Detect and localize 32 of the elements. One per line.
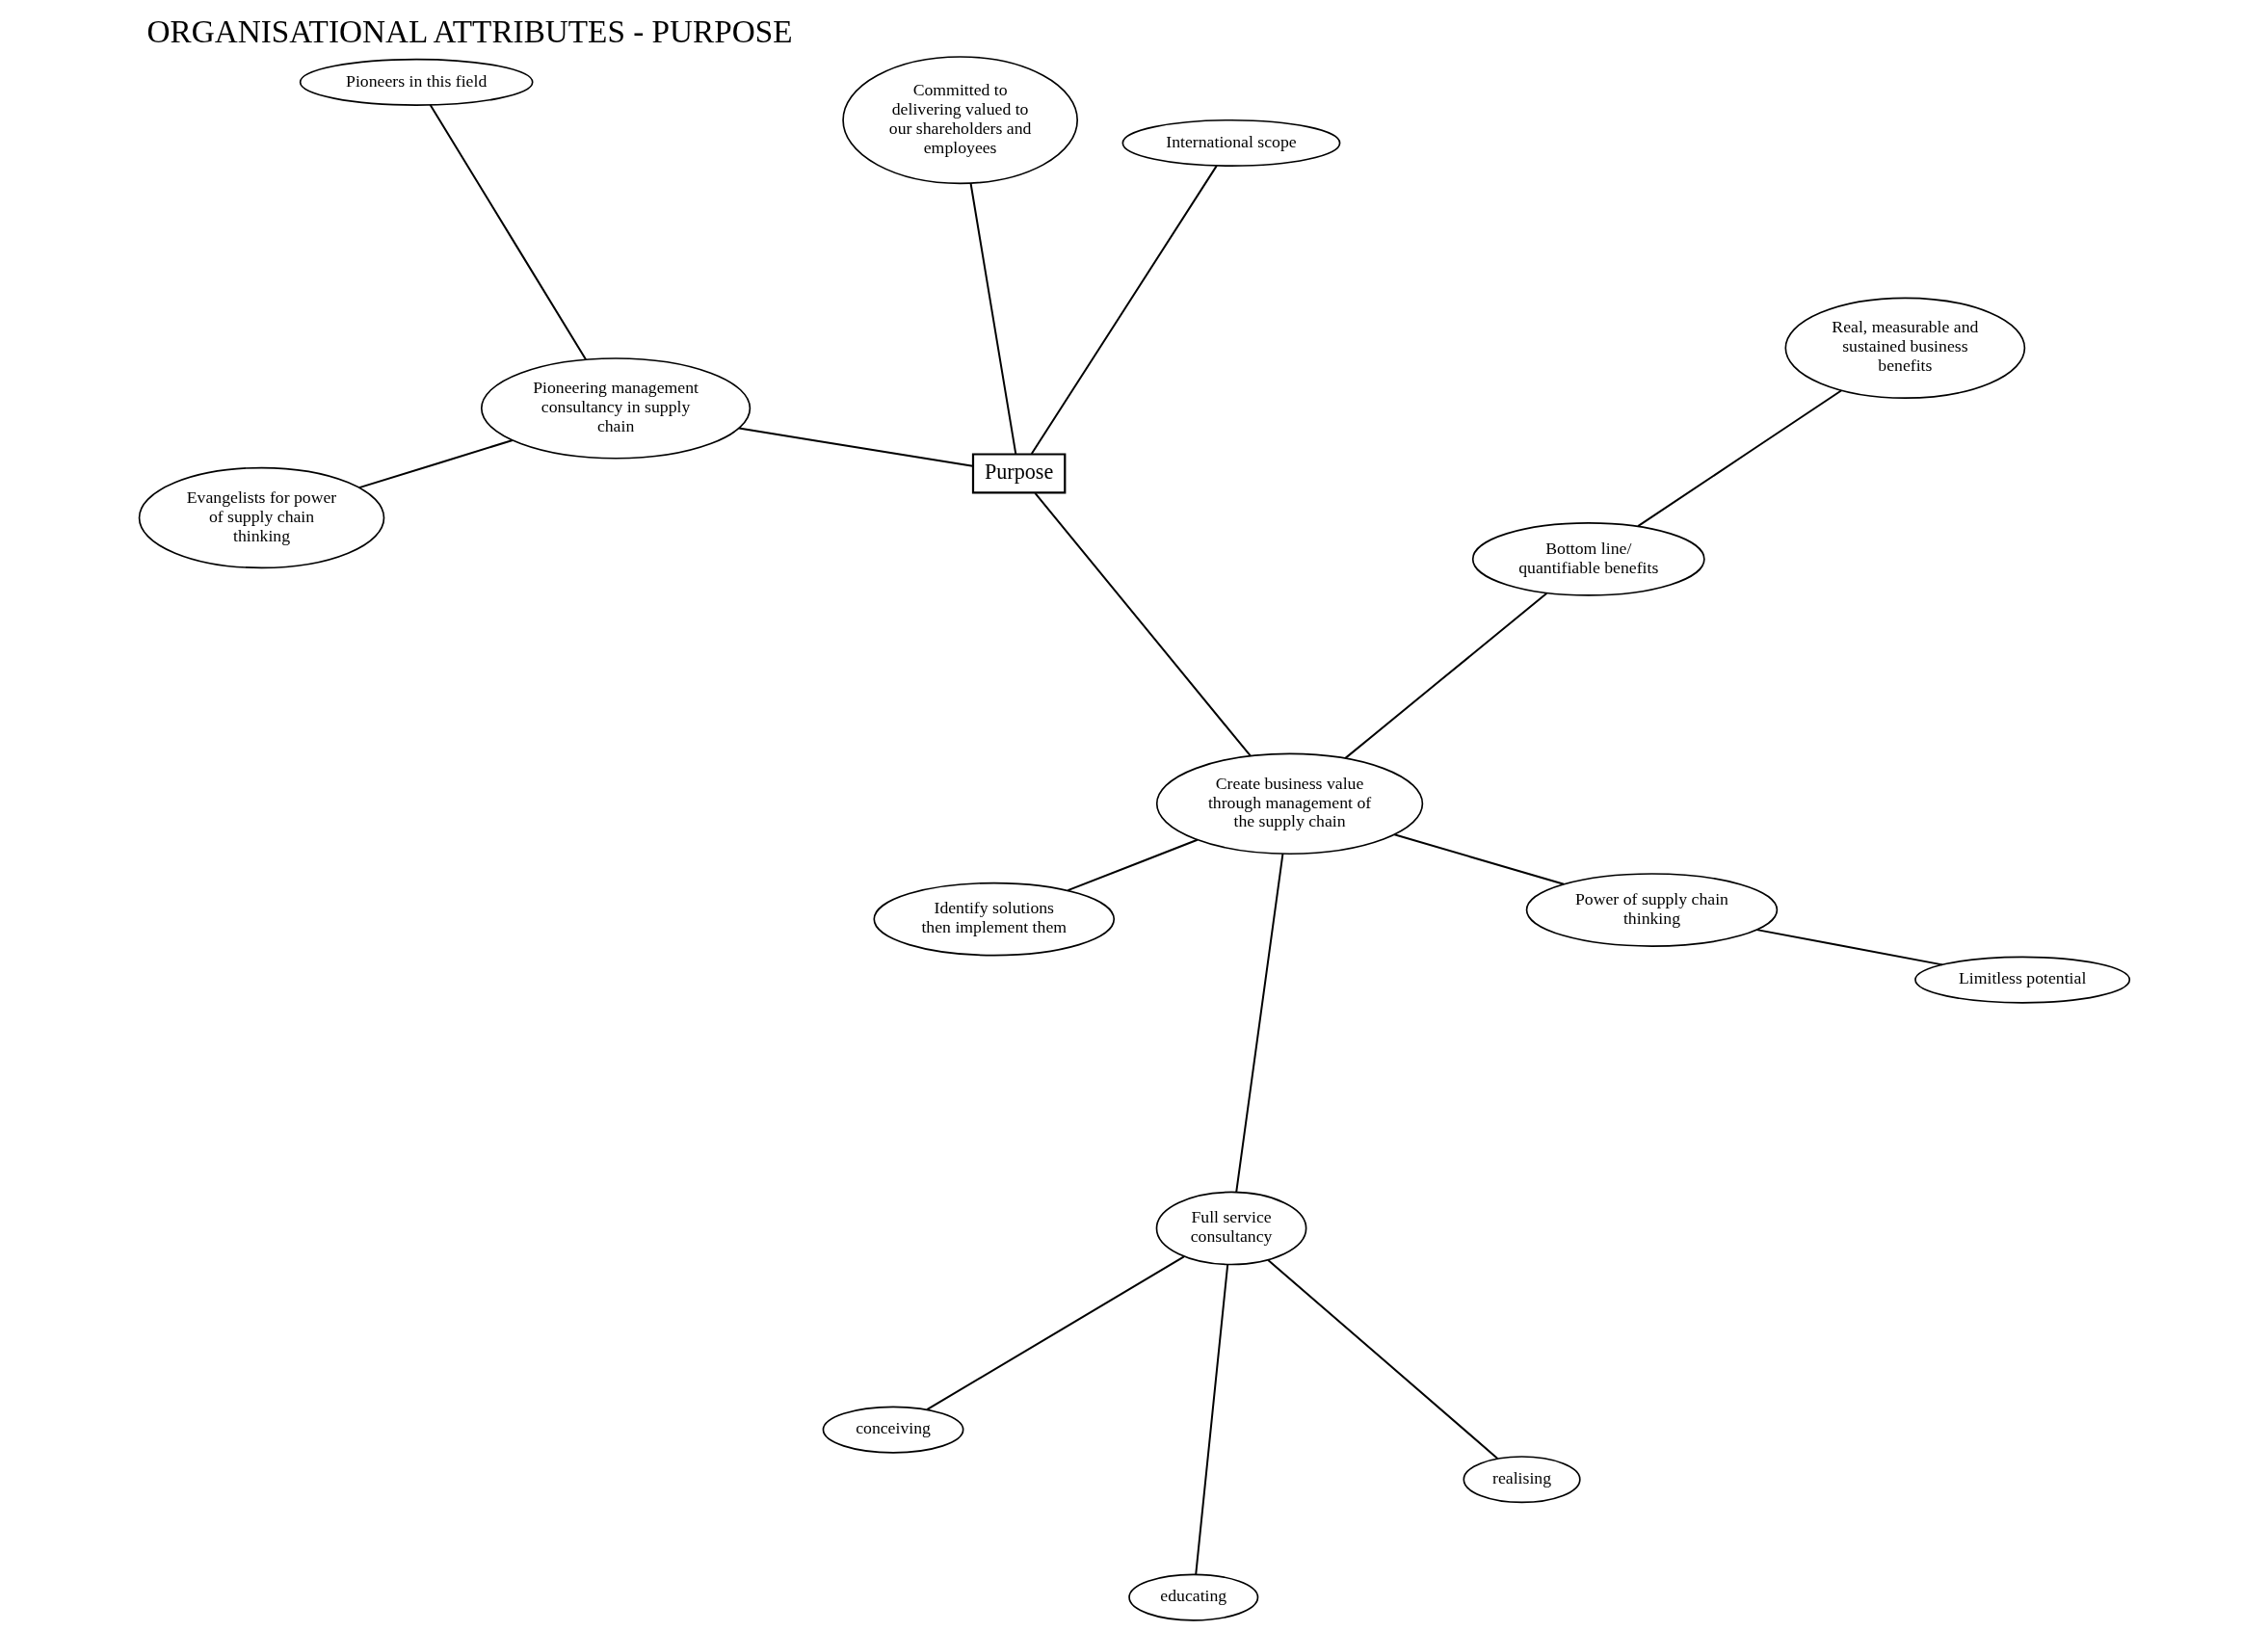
node-ellipse: Limitless potential bbox=[1913, 956, 2130, 1004]
connector bbox=[737, 427, 974, 467]
node-ellipse: realising bbox=[1462, 1455, 1581, 1503]
node-ellipse: conceiving bbox=[822, 1406, 963, 1454]
node-ellipse: Create business value through management of the supply chain bbox=[1155, 752, 1423, 855]
connector bbox=[1033, 491, 1252, 757]
node-ellipse: Committed to delivering valued to our shareholders and employees bbox=[841, 55, 1078, 184]
node-ellipse: Real, measurable and sustained business benefits bbox=[1784, 297, 2025, 399]
connector bbox=[1636, 388, 1842, 527]
connector bbox=[357, 438, 514, 488]
connector bbox=[1234, 852, 1283, 1193]
node-ellipse: Pioneering management consultancy in supply chain bbox=[480, 356, 751, 460]
connector bbox=[429, 103, 587, 360]
connector bbox=[1066, 838, 1199, 891]
connector bbox=[969, 181, 1016, 455]
node-ellipse: Pioneers in this field bbox=[299, 58, 534, 106]
diagram-title: ORGANISATIONAL ATTRIBUTES - PURPOSE bbox=[146, 13, 793, 49]
node-ellipse: Evangelists for power of supply chain thinking bbox=[138, 466, 384, 568]
node-ellipse: educating bbox=[1127, 1573, 1258, 1621]
node-ellipse: Power of supply chain thinking bbox=[1525, 872, 1778, 947]
node-ellipse: International scope bbox=[1121, 118, 1340, 167]
node-ellipse: Full service consultancy bbox=[1155, 1191, 1306, 1265]
connector bbox=[1755, 928, 1943, 965]
node-ellipse: Bottom line/ quantifiable benefits bbox=[1471, 521, 1705, 596]
node-ellipse: Identify solutions then implement them bbox=[872, 882, 1115, 956]
connector bbox=[1194, 1263, 1228, 1575]
connector bbox=[1030, 164, 1218, 455]
connector bbox=[1266, 1258, 1498, 1460]
node-box: Purpose bbox=[971, 452, 1066, 493]
connector bbox=[925, 1254, 1185, 1410]
connector bbox=[1392, 832, 1565, 885]
connector bbox=[1343, 592, 1547, 759]
